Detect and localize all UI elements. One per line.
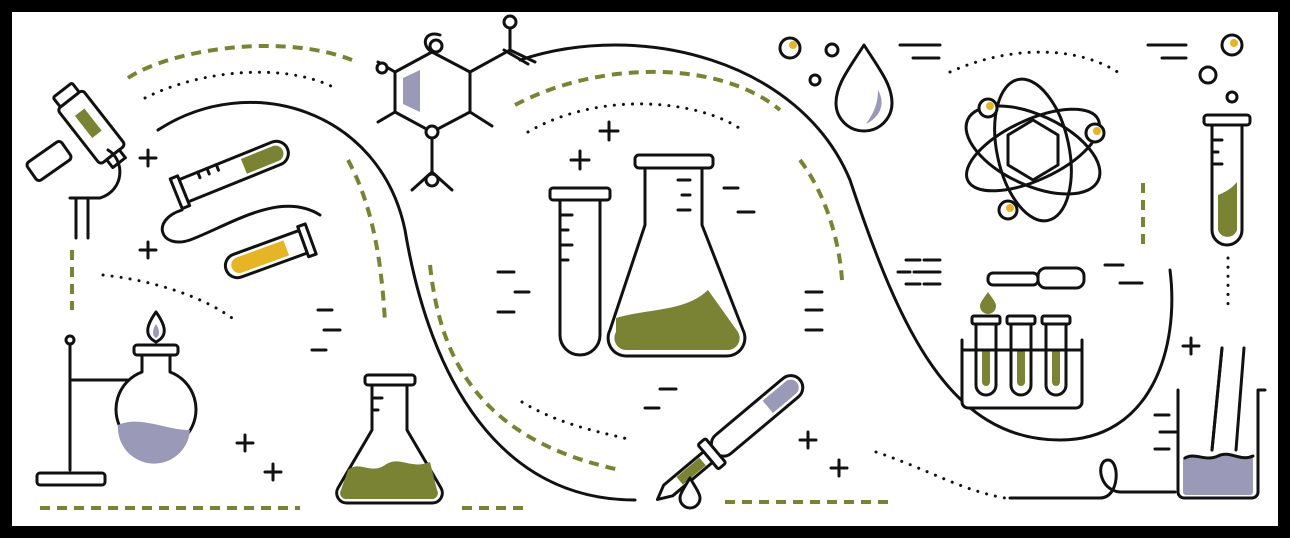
beaker-icon — [1176, 346, 1267, 500]
dotted-accents — [101, 50, 1230, 500]
test-tube-rack-icon — [960, 314, 1084, 410]
flow-line-2 — [518, 43, 1174, 442]
atom-icon — [964, 77, 1106, 223]
droplet-icon — [778, 36, 894, 133]
flow-line — [156, 100, 637, 502]
dropper-icon — [980, 266, 1086, 314]
test-tube-icon-right — [1198, 33, 1252, 247]
microscope-icon — [25, 82, 127, 240]
small-flask-icon — [335, 373, 444, 505]
flow-line-3 — [1008, 458, 1177, 500]
dashed-accents — [40, 44, 1145, 510]
round-flask-burner-icon — [35, 310, 198, 487]
test-tube-icon — [548, 186, 612, 357]
pipette-icon — [655, 374, 805, 510]
erlenmeyer-flask-icon — [606, 153, 747, 358]
signs — [138, 43, 1201, 482]
test-tube-pair-icon — [160, 139, 322, 280]
molecule-icon — [375, 14, 537, 192]
